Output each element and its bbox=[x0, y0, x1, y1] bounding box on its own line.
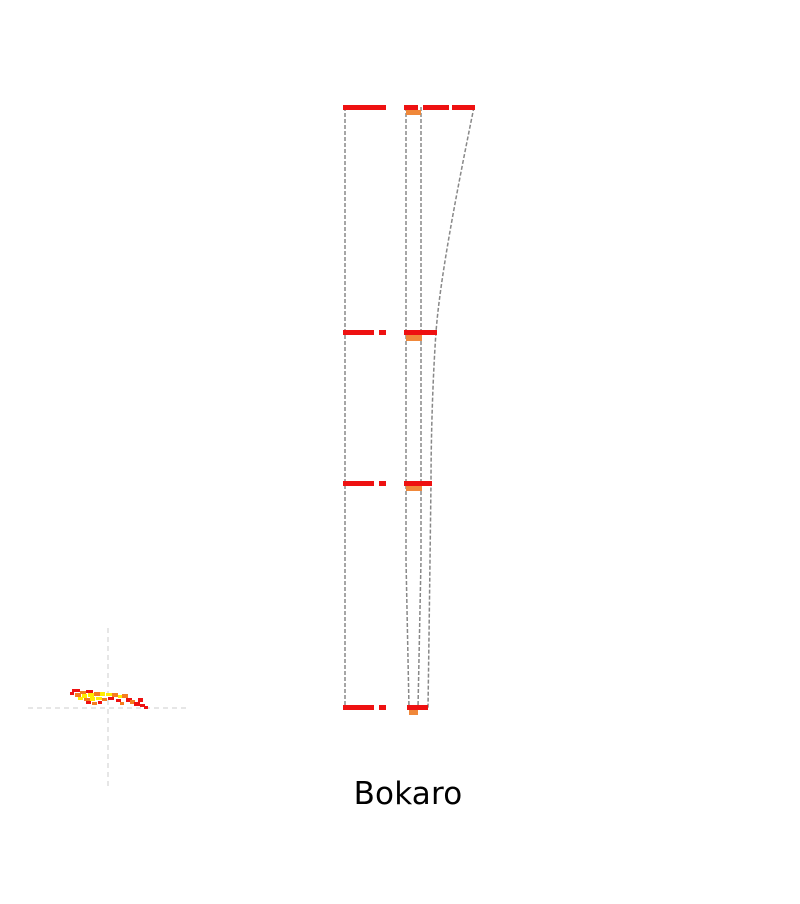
heat-dot bbox=[88, 693, 94, 697]
heat-dot bbox=[70, 692, 74, 695]
heat-dot bbox=[116, 699, 121, 702]
heat-dot bbox=[102, 698, 107, 701]
heat-dot bbox=[126, 698, 132, 702]
heat-dot bbox=[130, 700, 135, 704]
heat-dot bbox=[86, 690, 93, 693]
heat-dot bbox=[144, 706, 148, 709]
heat-dot bbox=[122, 694, 128, 698]
heat-dot bbox=[72, 689, 80, 692]
level-bar-segment bbox=[407, 705, 428, 710]
level-bar-segment bbox=[404, 481, 432, 486]
place-name-label: Bokaro bbox=[353, 776, 463, 812]
heat-dot bbox=[112, 693, 118, 697]
crosshair-icon bbox=[28, 628, 190, 790]
heat-dot bbox=[108, 697, 114, 700]
level-bar-3 bbox=[343, 481, 432, 491]
heat-dot bbox=[120, 702, 124, 705]
level-bar-segment bbox=[343, 330, 374, 335]
heat-dot bbox=[98, 701, 102, 704]
heat-dot bbox=[106, 693, 112, 696]
heat-dot bbox=[86, 701, 91, 704]
level-marker bbox=[406, 335, 422, 341]
heat-dot bbox=[94, 692, 100, 696]
heat-cluster-icon bbox=[70, 689, 148, 709]
level-marker bbox=[409, 710, 418, 715]
level-bar-4 bbox=[343, 705, 428, 715]
heat-dot bbox=[96, 697, 102, 700]
level-bar-segment bbox=[343, 705, 374, 710]
level-bar-segment bbox=[404, 330, 437, 335]
heat-dot bbox=[134, 702, 140, 706]
heat-dot bbox=[138, 698, 143, 702]
level-bar-segment bbox=[452, 105, 475, 110]
level-bar-segment bbox=[379, 330, 386, 335]
level-bar-segment bbox=[379, 481, 386, 486]
inner-column-right-edge bbox=[417, 107, 422, 709]
inner-column bbox=[405, 107, 422, 709]
level-bar-segment bbox=[404, 105, 418, 110]
heat-dot bbox=[90, 697, 95, 701]
heat-dot bbox=[82, 694, 87, 698]
level-marker bbox=[406, 110, 421, 115]
inner-column-left-edge bbox=[405, 107, 410, 709]
heat-dot bbox=[92, 702, 97, 705]
level-bar-2 bbox=[343, 330, 437, 341]
level-bar-1 bbox=[343, 105, 475, 115]
level-bar-segment bbox=[343, 105, 386, 110]
level-bar-segment bbox=[379, 705, 386, 710]
heat-dot bbox=[118, 695, 123, 698]
heat-dot bbox=[84, 698, 90, 701]
heat-dot bbox=[78, 697, 83, 700]
level-bar-segment bbox=[343, 481, 374, 486]
level-bar-segment bbox=[423, 105, 449, 110]
heat-dot bbox=[140, 704, 145, 707]
level-marker bbox=[406, 486, 422, 491]
heat-dot bbox=[100, 692, 105, 696]
heat-dot bbox=[75, 693, 81, 697]
taper-outline bbox=[427, 106, 475, 709]
level-bars bbox=[343, 105, 475, 715]
heat-dot bbox=[80, 691, 86, 694]
